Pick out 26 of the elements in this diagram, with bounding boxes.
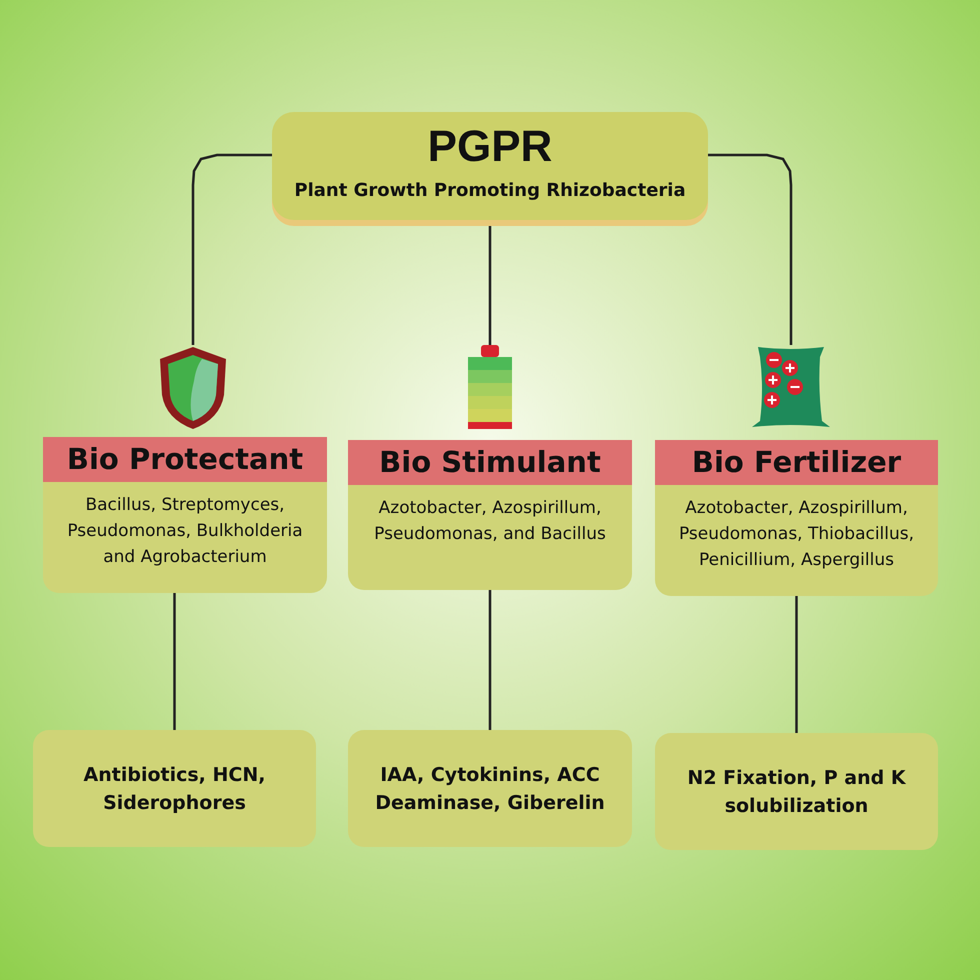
connector-line	[173, 593, 176, 730]
category-card	[655, 440, 938, 596]
function-text: IAA, Cytokinins, ACC Deaminase, Giberelin	[374, 762, 606, 816]
function-box	[33, 730, 316, 847]
species-list: Azotobacter, Azospirillum, Pseudomonas, Thiobacillus, Penicillium, Aspergillus	[655, 485, 938, 573]
connector-line	[488, 590, 492, 730]
function-text: N2 Fixation, P and K solubilization	[686, 766, 907, 818]
connector-line	[192, 154, 272, 345]
category-heading: Bio Stimulant	[348, 440, 632, 485]
category-card	[43, 437, 327, 593]
connector-line	[708, 154, 792, 345]
category-heading: Bio Protectant	[43, 437, 327, 482]
category-card	[348, 440, 632, 590]
function-box	[348, 730, 632, 847]
function-text: Antibiotics, HCN, Siderophores	[82, 762, 266, 816]
battery-icon	[466, 345, 514, 429]
shield-icon	[158, 345, 228, 430]
subtitle: Plant Growth Promoting Rhizobacteria	[294, 180, 686, 201]
species-list: Azotobacter, Azospirillum, Pseudomonas, and Bacillus	[348, 485, 632, 547]
bag-icon	[750, 345, 832, 429]
connector-line	[795, 596, 798, 733]
function-box	[655, 733, 938, 850]
species-list: Bacillus, Streptomyces, Pseudomonas, Bulkholderia and Agrobacterium	[43, 482, 327, 570]
title: PGPR	[428, 122, 552, 172]
category-heading: Bio Fertilizer	[655, 440, 938, 485]
title-box	[272, 112, 708, 220]
